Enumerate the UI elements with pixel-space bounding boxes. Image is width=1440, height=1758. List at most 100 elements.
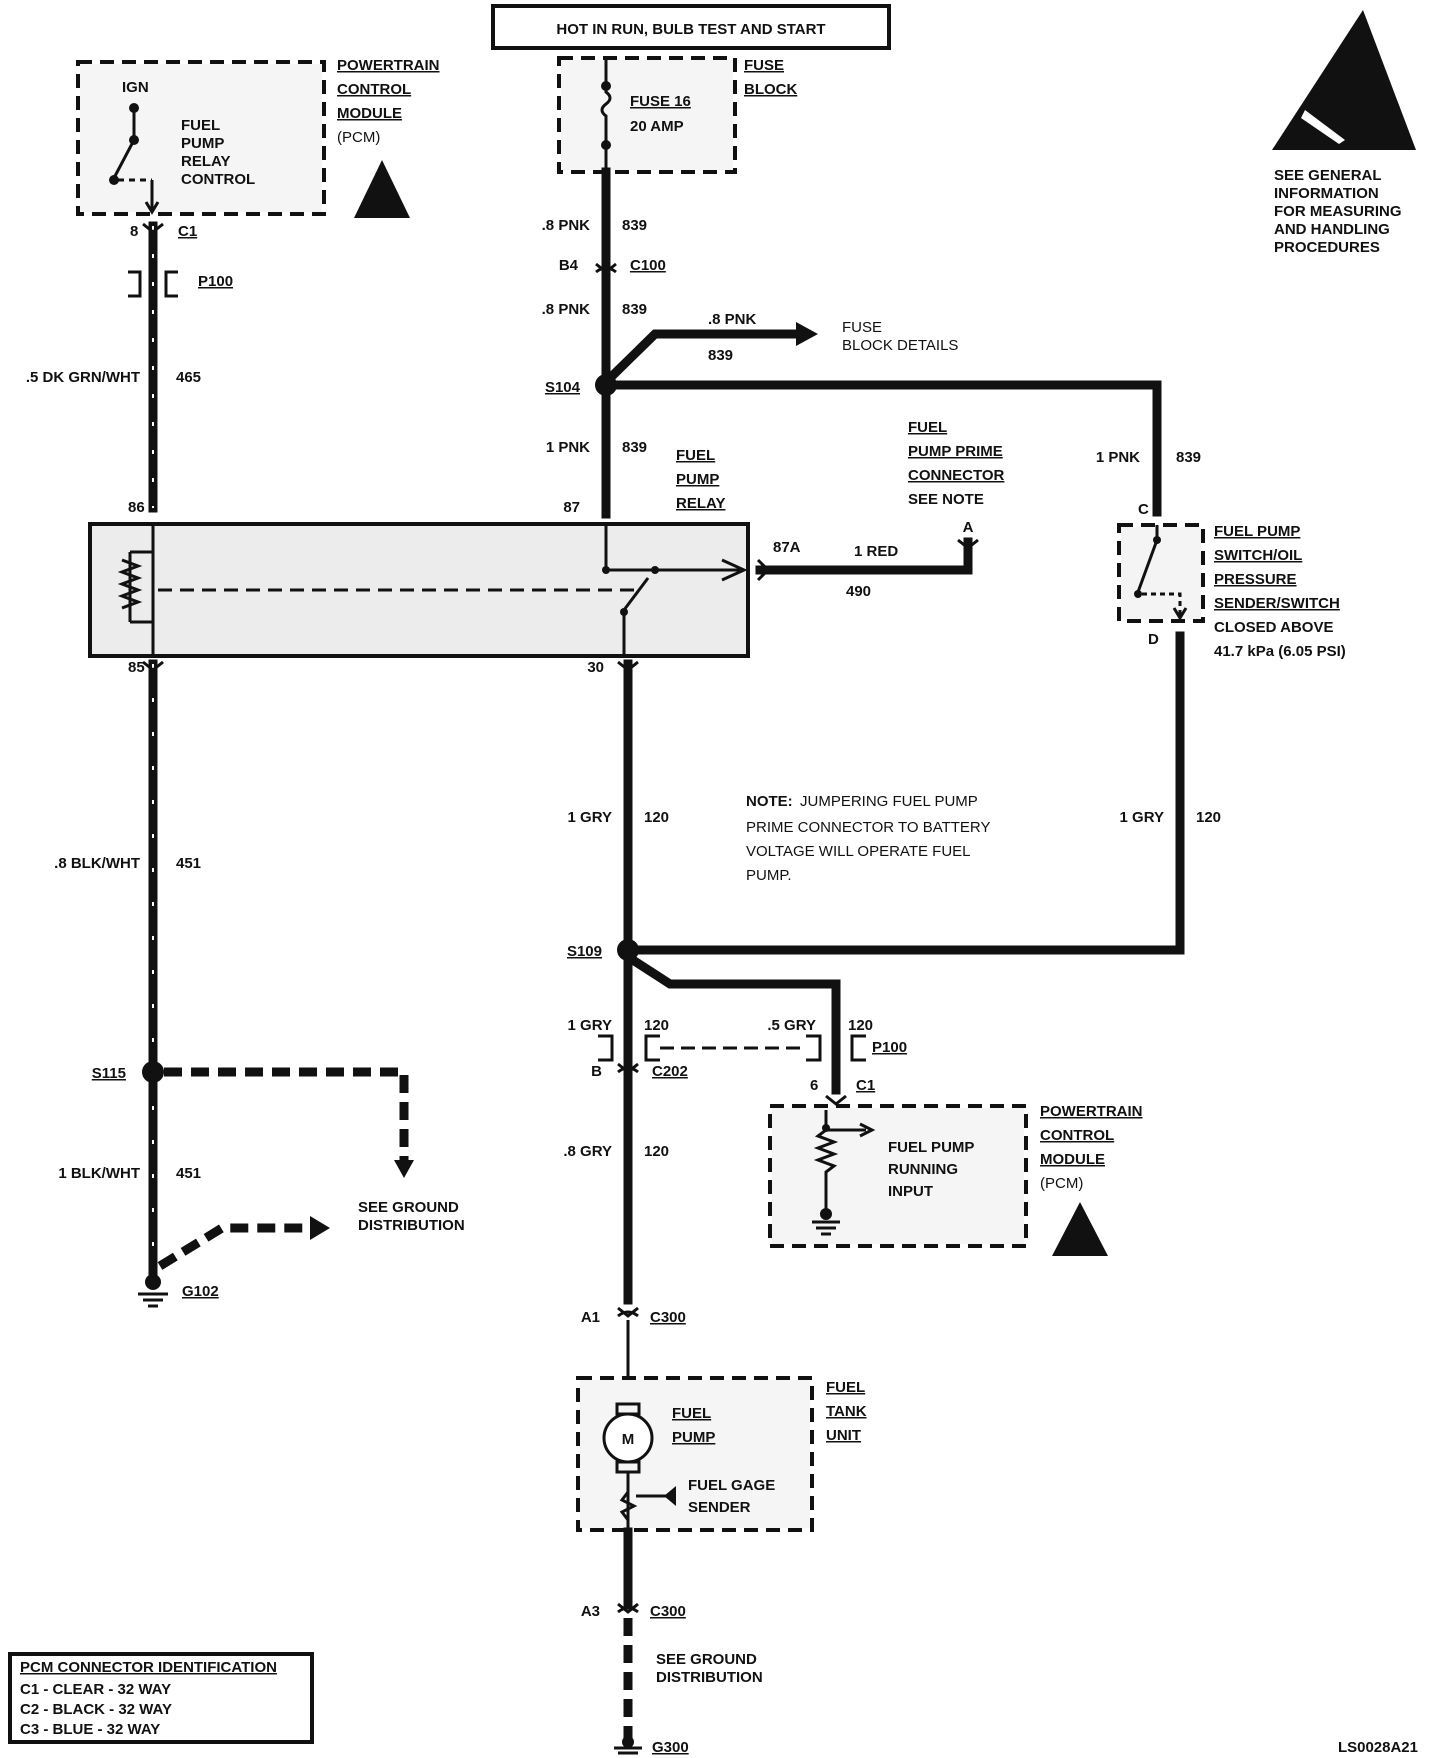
w839a-gauge: .8 PNK xyxy=(542,217,591,234)
w451b-circuit: 451 xyxy=(176,1165,201,1182)
esd-note-1: SEE GENERAL xyxy=(1274,167,1382,184)
fuel-tank-name-2: TANK xyxy=(826,1403,867,1420)
ground-dist-2b: DISTRIBUTION xyxy=(656,1669,763,1686)
g300-label: G300 xyxy=(652,1739,689,1756)
w451a-circuit: 451 xyxy=(176,855,201,872)
fuel-pump-relay: FUEL PUMP RELAY 85 30 xyxy=(88,447,750,676)
g102-label: G102 xyxy=(182,1283,219,1300)
pcm-control-4: CONTROL xyxy=(181,171,255,188)
w120b-gauge: 1 GRY xyxy=(568,1017,612,1034)
fuse-name: FUSE 16 xyxy=(630,93,691,110)
power-label: HOT IN RUN, BULB TEST AND START xyxy=(556,21,825,38)
c300b-pin: A3 xyxy=(581,1603,600,1620)
s104-label: S104 xyxy=(545,379,581,396)
pcm-input-2: RUNNING xyxy=(888,1161,958,1178)
w465-gauge: .5 DK GRN/WHT xyxy=(26,369,140,386)
ground-dist-2a: SEE GROUND xyxy=(656,1651,757,1668)
oil-switch-3: PRESSURE xyxy=(1214,571,1297,588)
pcm-connector-id-table: PCM CONNECTOR IDENTIFICATION C1 - CLEAR … xyxy=(8,1652,314,1744)
w839b-circuit: 839 xyxy=(622,301,647,318)
motor-label: M xyxy=(622,1431,635,1448)
relay-pin-87a: 87A xyxy=(773,539,801,556)
pcm-top: IGN FUEL PUMP RELAY CONTROL POWERTRAIN C… xyxy=(76,57,440,240)
w120a-gauge: 1 GRY xyxy=(568,809,612,826)
w839e-circuit: 839 xyxy=(1176,449,1201,466)
c1b-label: C1 xyxy=(856,1077,875,1094)
ground-dist-1a: SEE GROUND xyxy=(358,1199,459,1216)
w839e-gauge: 1 PNK xyxy=(1096,449,1140,466)
esd-note-2: INFORMATION xyxy=(1274,185,1379,202)
pcm-bottom-name-3: MODULE xyxy=(1040,1151,1105,1168)
c1b-pin: 6 xyxy=(810,1077,818,1094)
fuel-pump-1: FUEL xyxy=(672,1405,711,1422)
oil-switch-cond-1: CLOSED ABOVE xyxy=(1214,619,1333,636)
prime-3: CONNECTOR xyxy=(908,467,1005,484)
w120e-gauge: .8 GRY xyxy=(563,1143,612,1160)
relay-name-2: PUMP xyxy=(676,471,719,488)
fuse-block-label-2: BLOCK xyxy=(744,81,797,98)
oil-switch-pin-c: C xyxy=(1138,501,1149,518)
esd-icon-bottom xyxy=(1052,1202,1108,1256)
c300b-label: C300 xyxy=(650,1603,686,1620)
esd-note-3: FOR MEASURING xyxy=(1274,203,1402,220)
pcm-top-name-1: POWERTRAIN xyxy=(337,57,440,74)
wire-120: 1 GRY 120 S109 1 GRY 120 .5 GRY 120 P100… xyxy=(563,659,907,1326)
note-head: NOTE: xyxy=(746,793,793,810)
oil-switch-1: FUEL PUMP xyxy=(1214,523,1300,540)
w120d-circuit: 120 xyxy=(848,1017,873,1034)
note-block: NOTE: JUMPERING FUEL PUMP PRIME CONNECTO… xyxy=(746,793,990,884)
ground-dist-1b: DISTRIBUTION xyxy=(358,1217,465,1234)
pcm-control-1: FUEL xyxy=(181,117,220,134)
ign-label: IGN xyxy=(122,79,149,96)
fuel-tank-name-1: FUEL xyxy=(826,1379,865,1396)
pcm-top-name-3: MODULE xyxy=(337,105,402,122)
esd-warning: SEE GENERAL INFORMATION FOR MEASURING AN… xyxy=(1272,10,1416,256)
prime-pin: A xyxy=(963,519,974,536)
pcm-id-row-1: C1 - CLEAR - 32 WAY xyxy=(20,1681,171,1698)
wire-465: P100 .5 DK GRN/WHT 465 86 xyxy=(26,221,233,516)
note-line-2: PRIME CONNECTOR TO BATTERY xyxy=(746,819,990,836)
w120e-circuit: 120 xyxy=(644,1143,669,1160)
w839d-circuit: 839 xyxy=(622,439,647,456)
fuse-details-1: FUSE xyxy=(842,319,882,336)
s115-label: S115 xyxy=(92,1065,126,1082)
c100-label: C100 xyxy=(630,257,666,274)
oil-switch-2: SWITCH/OIL xyxy=(1214,547,1302,564)
esd-note-5: PROCEDURES xyxy=(1274,239,1380,256)
pcm-top-name-2: CONTROL xyxy=(337,81,411,98)
fuel-gage-2: SENDER xyxy=(688,1499,751,1516)
relay-pin-85: 85 xyxy=(128,659,145,676)
fuse-details-2: BLOCK DETAILS xyxy=(842,337,958,354)
pcm-input-3: INPUT xyxy=(888,1183,933,1200)
pcm-input-1: FUEL PUMP xyxy=(888,1139,974,1156)
pcm-control-3: RELAY xyxy=(181,153,230,170)
w490-circuit: 490 xyxy=(846,583,871,600)
pcm-top-pin: 8 xyxy=(130,223,138,240)
relay-name-1: FUEL xyxy=(676,447,715,464)
power-header: HOT IN RUN, BULB TEST AND START xyxy=(491,4,891,50)
pcm-id-row-3: C3 - BLUE - 32 WAY xyxy=(20,1721,160,1738)
note-line-1: JUMPERING FUEL PUMP xyxy=(800,793,978,810)
w839c-circuit: 839 xyxy=(708,347,733,364)
esd-note-4: AND HANDLING xyxy=(1274,221,1390,238)
fuel-gage-1: FUEL GAGE xyxy=(688,1477,775,1494)
c202-label: C202 xyxy=(652,1063,688,1080)
prime-connector: 87A 1 RED 490 A FUEL PUMP PRIME CONNECTO… xyxy=(755,419,1005,600)
w120c-circuit: 120 xyxy=(1196,809,1221,826)
fuel-pump-2: PUMP xyxy=(672,1429,715,1446)
w120c-gauge: 1 GRY xyxy=(1120,809,1164,826)
wire-451: .8 BLK/WHT 451 S115 1 BLK/WHT 451 SEE GR… xyxy=(54,659,465,1308)
pcm-bottom: 6 C1 FUEL PUMP RUNNING INPUT POWERTRAIN … xyxy=(768,1077,1143,1256)
w120b-circuit: 120 xyxy=(644,1017,669,1034)
relay-name-3: RELAY xyxy=(676,495,725,512)
fuel-tank-unit: M FUEL PUMP FUEL GAGE SENDER FUEL TANK U… xyxy=(576,1320,867,1532)
pcm-bottom-name-1: POWERTRAIN xyxy=(1040,1103,1143,1120)
pcm-top-name-4: (PCM) xyxy=(337,129,380,146)
relay-pin-86: 86 xyxy=(128,499,145,516)
s109-label: S109 xyxy=(567,943,602,960)
w490-gauge: 1 RED xyxy=(854,543,898,560)
pcm-control-2: PUMP xyxy=(181,135,224,152)
pcm-id-title: PCM CONNECTOR IDENTIFICATION xyxy=(20,1659,277,1676)
prime-4: SEE NOTE xyxy=(908,491,984,508)
